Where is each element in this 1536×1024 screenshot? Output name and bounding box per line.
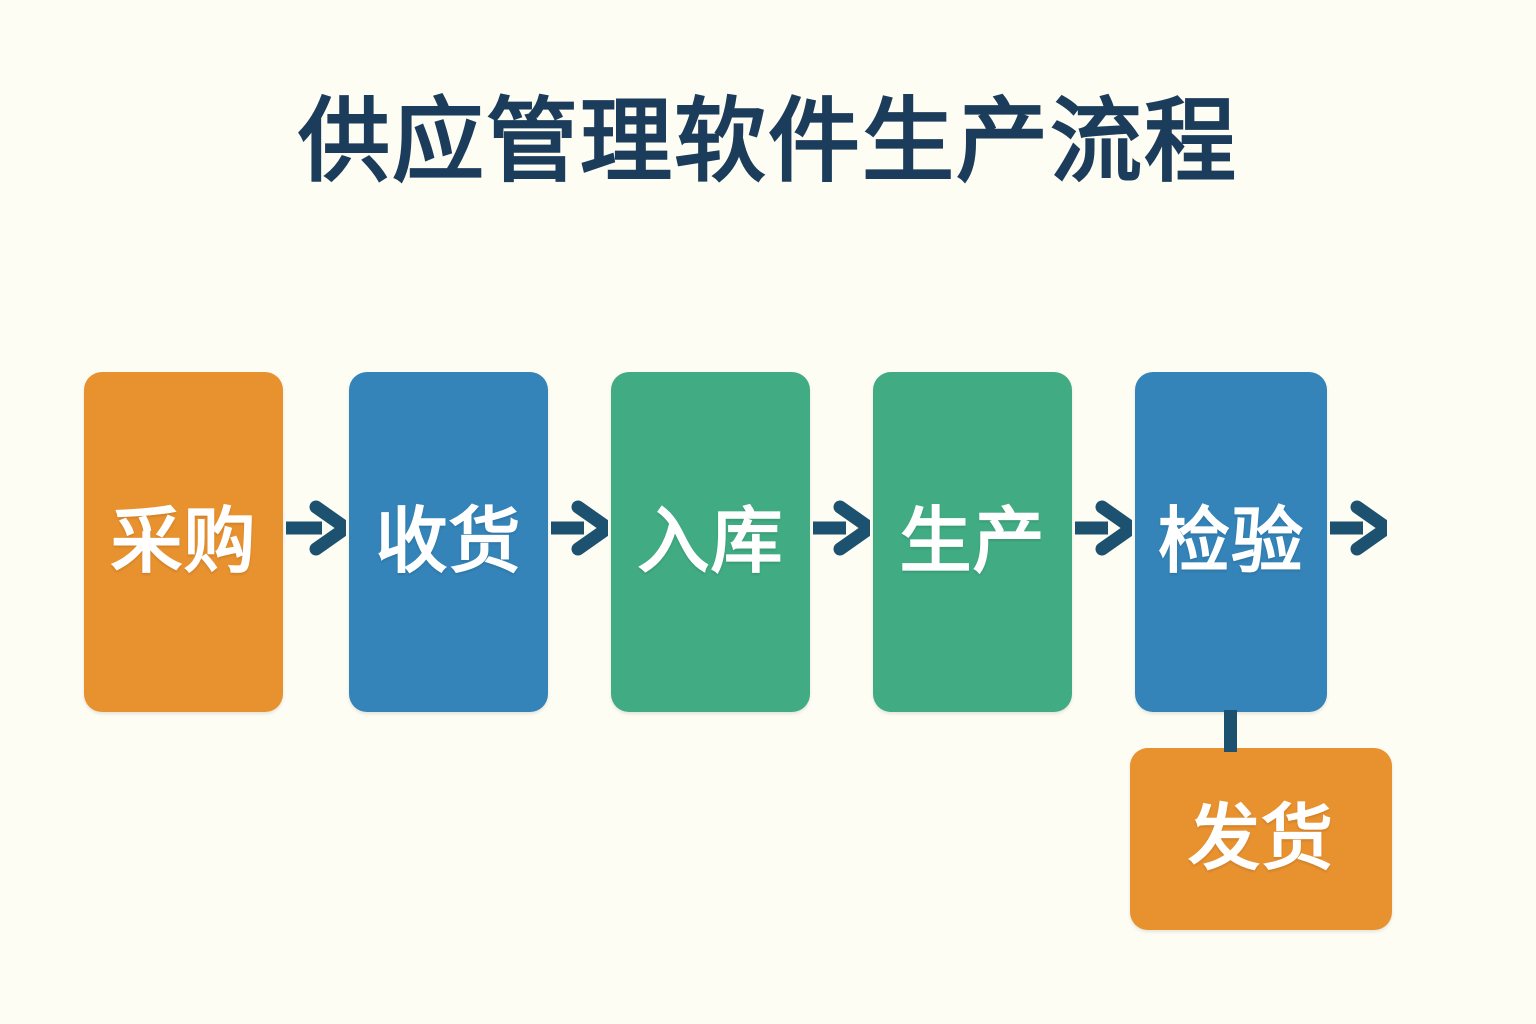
arrow-right-icon: [1330, 500, 1394, 556]
flow-node-inspection[interactable]: 检验: [1135, 372, 1327, 712]
flow-node-production[interactable]: 生产: [873, 372, 1072, 712]
arrow-right-icon: [286, 500, 353, 556]
flow-node-purchase[interactable]: 采购: [84, 372, 283, 712]
flow-node-label: 收货: [375, 502, 522, 582]
arrow-right-icon: [551, 500, 615, 556]
flow-node-inbound[interactable]: 入库: [611, 372, 810, 712]
flow-node-label: 入库: [637, 502, 784, 582]
page-title: 供应管理软件生产流程: [297, 91, 1238, 193]
flow-node-label: 采购: [110, 502, 257, 582]
flow-node-label: 生产: [899, 502, 1046, 582]
arrow-right-icon: [1075, 500, 1139, 556]
flow-node-shipping[interactable]: 发货: [1130, 748, 1392, 930]
flow-node-label: 检验: [1157, 502, 1304, 582]
flow-node-receiving[interactable]: 收货: [349, 372, 548, 712]
arrow-right-icon: [813, 500, 877, 556]
connector-line: [1224, 710, 1237, 752]
flow-node-label: 发货: [1187, 799, 1334, 879]
